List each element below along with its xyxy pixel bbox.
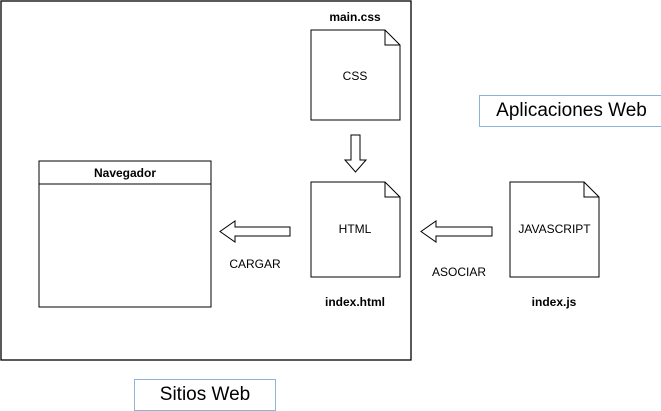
html-to-navegador-arrow	[219, 220, 291, 243]
index-js-filename: index.js	[532, 295, 577, 309]
navegador-title: Navegador	[94, 166, 156, 180]
js-file-shape	[509, 181, 600, 278]
index-html-file-node[interactable]: HTML	[310, 181, 401, 278]
css-file-fold	[384, 30, 400, 46]
main-css-filename: main.css	[329, 10, 381, 24]
css-file-shape	[310, 29, 401, 121]
navegador-box	[38, 160, 212, 308]
sitios-web-container	[0, 0, 412, 361]
index-html-filename: index.html	[325, 295, 385, 309]
js-to-html-arrow	[420, 220, 493, 243]
html-file-content: HTML	[339, 222, 372, 236]
asociar-label: ASOCIAR	[432, 265, 486, 279]
css-file-content: CSS	[343, 69, 368, 83]
index-js-file-node[interactable]: JAVASCRIPT	[509, 181, 600, 278]
html-file-shape	[310, 181, 401, 278]
js-file-content: JAVASCRIPT	[518, 222, 591, 236]
js-file-fold	[583, 182, 599, 198]
sitios-web-label: Sitios Web	[134, 379, 276, 411]
cargar-label: CARGAR	[229, 257, 281, 271]
html-file-fold	[384, 182, 400, 198]
main-css-file-node[interactable]: CSS	[310, 29, 401, 121]
navegador-node[interactable]: Navegador	[38, 160, 212, 308]
css-to-html-arrow	[343, 134, 368, 173]
aplicaciones-web-label: Aplicaciones Web	[479, 95, 661, 127]
